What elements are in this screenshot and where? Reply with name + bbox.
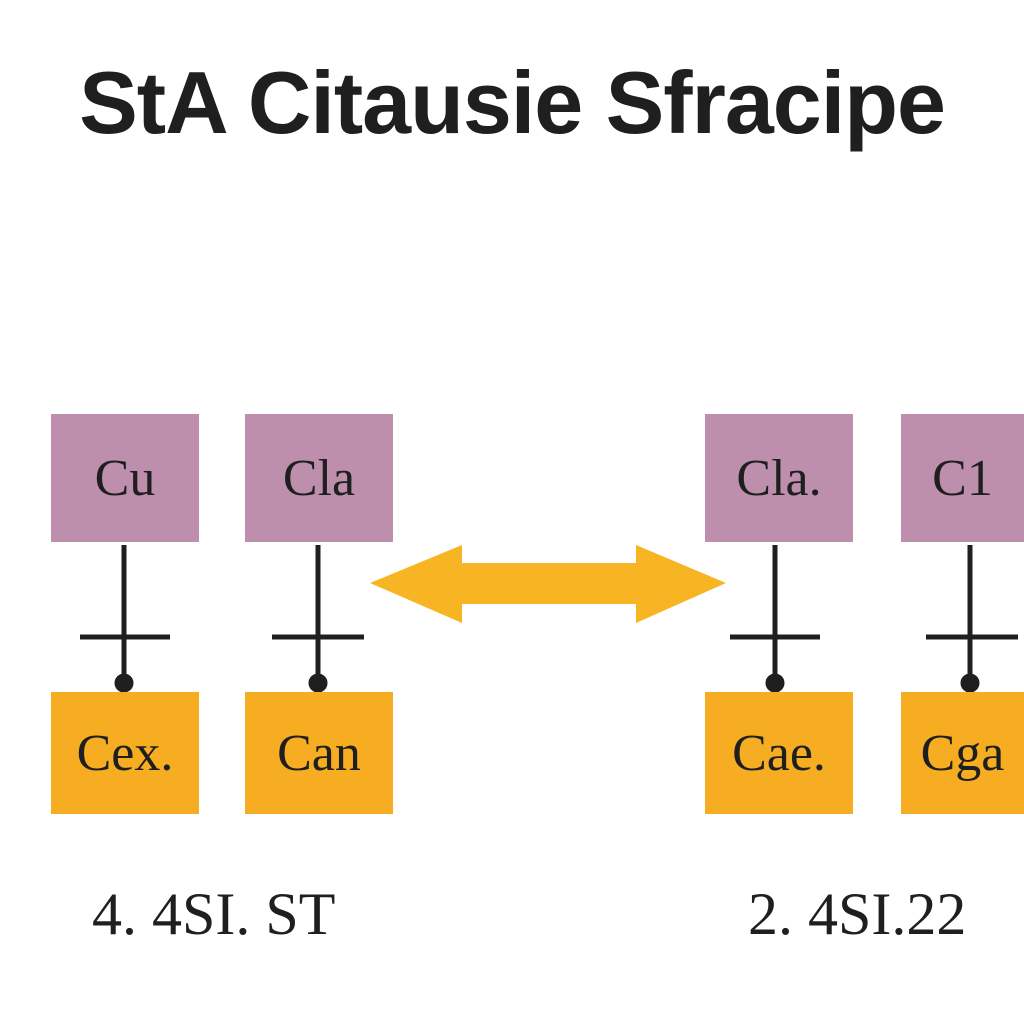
top-node-1-label: Cu	[94, 449, 156, 507]
diagram-title: StA Citausie Sfracipe	[79, 53, 946, 152]
bottom-node-3[interactable]: Cae.	[705, 692, 853, 814]
top-node-2-label: Cla	[282, 449, 356, 507]
group-label-left: 4. 4SI. ST	[92, 881, 336, 947]
top-node-3[interactable]: Cla.	[705, 414, 853, 542]
connector-4	[926, 545, 1018, 693]
connector-2	[272, 545, 364, 693]
bottom-node-4-label: Cga	[920, 724, 1005, 782]
top-node-1[interactable]: Cu	[51, 414, 199, 542]
bottom-node-4[interactable]: Cga	[901, 692, 1024, 814]
bottom-node-2[interactable]: Can	[245, 692, 393, 814]
top-node-4-label: C1	[932, 449, 993, 507]
bottom-node-2-label: Can	[277, 724, 361, 782]
top-node-3-label: Cla.	[736, 449, 822, 507]
connector-1	[80, 545, 170, 693]
top-node-2[interactable]: Cla	[245, 414, 393, 542]
top-node-4[interactable]: C1	[901, 414, 1024, 542]
double-headed-arrow-icon	[370, 545, 726, 623]
group-label-right: 2. 4SI.22	[748, 881, 967, 947]
bottom-node-1[interactable]: Cex.	[51, 692, 199, 814]
bottom-node-3-label: Cae.	[732, 724, 826, 782]
bottom-node-1-label: Cex.	[76, 724, 174, 782]
connector-3	[730, 545, 820, 693]
